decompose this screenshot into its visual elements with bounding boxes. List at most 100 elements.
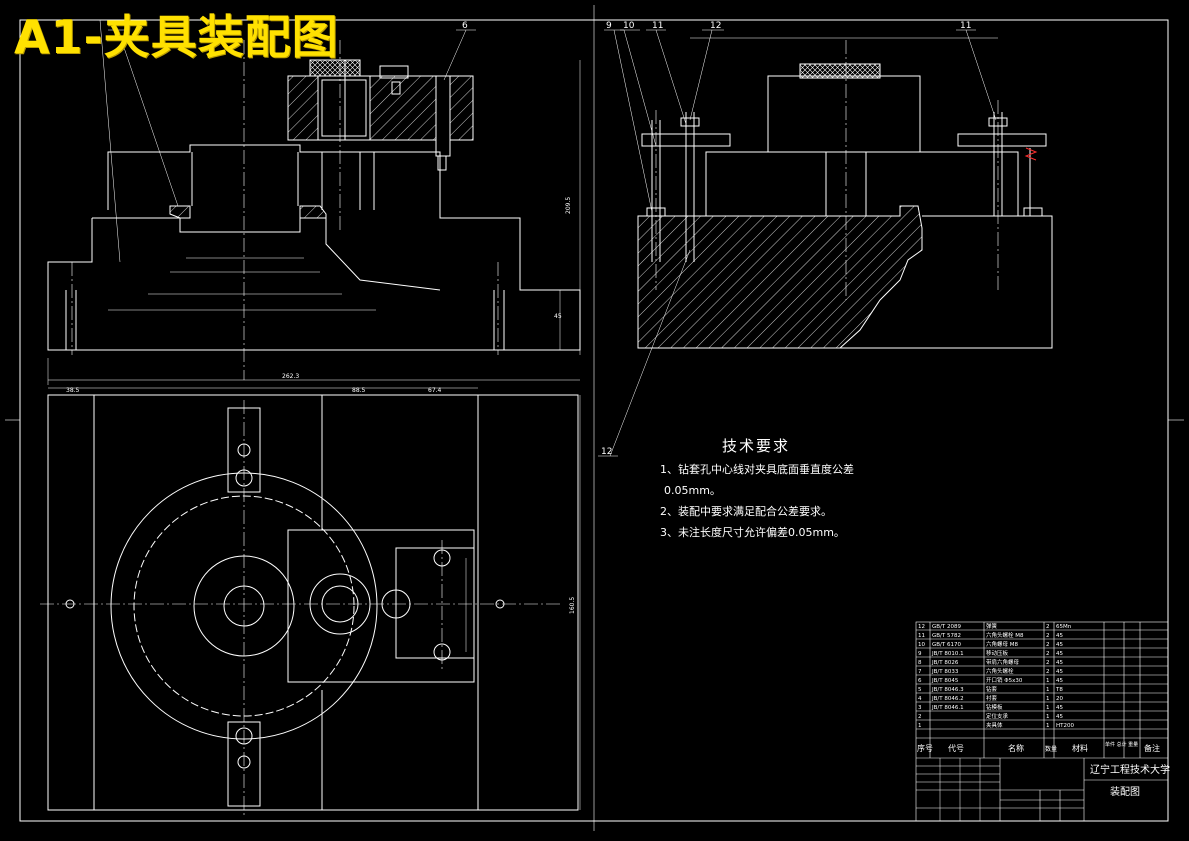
side-section-view: [637, 63, 1053, 349]
bom-cell-no: 5: [918, 687, 922, 693]
dim-right-offset: 67.4: [428, 387, 442, 394]
bom-cell-code: GB/T 5782: [932, 633, 961, 639]
bom-cell-no: 4: [918, 696, 922, 702]
balloon-8: 10: [623, 21, 635, 31]
bom-cell-qty: 2: [1046, 660, 1050, 666]
front-section-view: [47, 59, 581, 351]
bom-cell-qty: 1: [1046, 696, 1050, 702]
bom-cell-mat: 45: [1056, 705, 1063, 711]
bom-cell-code: GB/T 2089: [932, 624, 961, 630]
bom-cell-code: GB/T 6170: [932, 642, 961, 648]
bom-cell-no: 11: [918, 633, 925, 639]
bom-header-name: 名称: [1008, 743, 1024, 753]
bom-cell-mat: 45: [1056, 678, 1063, 684]
bom-cell-no: 1: [918, 723, 922, 729]
dim-mid-offset: 88.5: [352, 387, 366, 394]
bom-cell-name: 六角头螺栓 M8: [986, 631, 1024, 639]
dim-overall-width: 262.3: [282, 373, 299, 380]
bom-header-note: 备注: [1144, 743, 1160, 753]
bom-cell-code: JB/T 8046.3: [931, 687, 964, 693]
dim-height-right: 209.5: [565, 197, 572, 214]
bom-header-material: 材料: [1072, 743, 1088, 753]
bom-cell-no: 2: [918, 714, 922, 720]
top-view-centerlines: [40, 400, 560, 818]
bom-cell-qty: 1: [1046, 678, 1050, 684]
tech-requirement-line: 3、未注长度尺寸允许偏差0.05mm。: [660, 526, 845, 539]
bom-cell-qty: 2: [1046, 633, 1050, 639]
bom-cell-no: 7: [918, 669, 922, 675]
bom-cell-mat: 45: [1056, 714, 1063, 720]
bom-cell-mat: 45: [1056, 642, 1063, 648]
bom-cell-name: 移动压板: [986, 649, 1009, 657]
tech-requirements: 技术要求 1、钻套孔中心线对夹具底面垂直度公差 0.05mm。 2、装配中要求满…: [660, 436, 854, 543]
bom-cell-no: 3: [918, 705, 922, 711]
bom-header-seq: 序号: [917, 743, 933, 753]
balloon-11: 11: [960, 21, 971, 31]
dim-height-front: 160.5: [569, 597, 576, 614]
bom-header-weight: 单件 总计 重量: [1105, 741, 1138, 748]
balloon-7: 9: [606, 21, 612, 31]
bom-cell-name: 六角头螺栓: [986, 667, 1014, 675]
bom-cell-no: 8: [918, 660, 922, 666]
balloon-2: 2: [112, 21, 118, 31]
bom-cell-mat: 45: [1056, 651, 1063, 657]
bom-cell-no: 10: [918, 642, 925, 648]
bom-cell-name: 定位支承: [986, 712, 1009, 720]
front-view-centerlines: [71, 40, 499, 380]
bom-cell-name: 六角螺母 M8: [986, 640, 1018, 648]
drawing-frame: [5, 5, 1184, 831]
bom-cell-mat: 45: [1056, 669, 1063, 675]
balloon-12: 12: [601, 447, 612, 457]
side-view-centerlines: [655, 40, 999, 300]
bom-cell-qty: 2: [1046, 642, 1050, 648]
bom-cell-qty: 2: [1046, 669, 1050, 675]
bom-header-code: 代号: [948, 743, 964, 753]
top-view: [47, 394, 579, 811]
top-view-dimensions: [48, 387, 581, 810]
tech-requirement-line: 1、钻套孔中心线对夹具底面垂直度公差: [660, 463, 854, 476]
bom-cell-qty: 2: [1046, 651, 1050, 657]
bom-cell-name: 衬套: [986, 694, 998, 702]
bom-cell-name: 开口销 Φ5x30: [986, 676, 1023, 684]
bom-cell-code: JB/T 8010.1: [931, 651, 964, 657]
bom-cell-no: 9: [918, 651, 922, 657]
bom-cell-qty: 1: [1046, 714, 1050, 720]
bom-cell-name: 弹簧: [986, 622, 998, 630]
front-view-dimensions: [47, 19, 581, 385]
bom-cell-code: JB/T 8045: [931, 678, 959, 684]
bom-cell-code: JB/T 8026: [931, 660, 959, 666]
dimension-texts: 262.3 38.5 88.5 67.4 45 209.5 160.5: [66, 197, 576, 614]
bom-cell-qty: 1: [1046, 687, 1050, 693]
balloon-lines: [108, 29, 976, 457]
bom-cell-name: 夹具体: [986, 721, 1003, 729]
bom-cell-mat: HT200: [1056, 723, 1074, 729]
bom-cell-mat: 45: [1056, 660, 1063, 666]
bom-cell-code: JB/T 8033: [931, 669, 959, 675]
bom-header: 序号 代号 名称 数量 材料 单件 总计 重量 备注: [917, 741, 1160, 753]
tech-requirement-line: 0.05mm。: [664, 484, 721, 497]
bom-cell-mat: 20: [1056, 696, 1063, 702]
school-name: 辽宁工程技术大学: [1090, 763, 1170, 776]
title-block-text: 辽宁工程技术大学 装配图: [1090, 763, 1170, 798]
bom-cell-mat: T8: [1055, 687, 1063, 693]
tech-requirement-line: 2、装配中要求满足配合公差要求。: [660, 505, 832, 518]
bom-cell-no: 12: [918, 624, 925, 630]
tech-requirements-heading: 技术要求: [722, 437, 791, 455]
balloon-9: 11: [652, 21, 663, 31]
bom-cell-no: 6: [918, 678, 922, 684]
bom-cell-code: JB/T 8046.2: [931, 696, 964, 702]
bom-header-qty: 数量: [1045, 745, 1057, 753]
bom-cell-code: JB/T 8046.1: [931, 705, 964, 711]
bom-row-lines: [916, 629, 1168, 821]
bom-cell-name: 钻套: [986, 685, 998, 693]
bom-cell-mat: 65Mn: [1056, 624, 1072, 630]
page-title-overlay: A1-夹具装配图: [14, 10, 339, 64]
bom-cell-qty: 2: [1046, 624, 1050, 630]
balloon-6: 6: [462, 21, 468, 31]
bom-cell-qty: 1: [1046, 705, 1050, 711]
bom-cell-qty: 1: [1046, 723, 1050, 729]
bom-cell-name: 钻模板: [986, 703, 1003, 711]
side-view-dimensions: [609, 29, 998, 457]
